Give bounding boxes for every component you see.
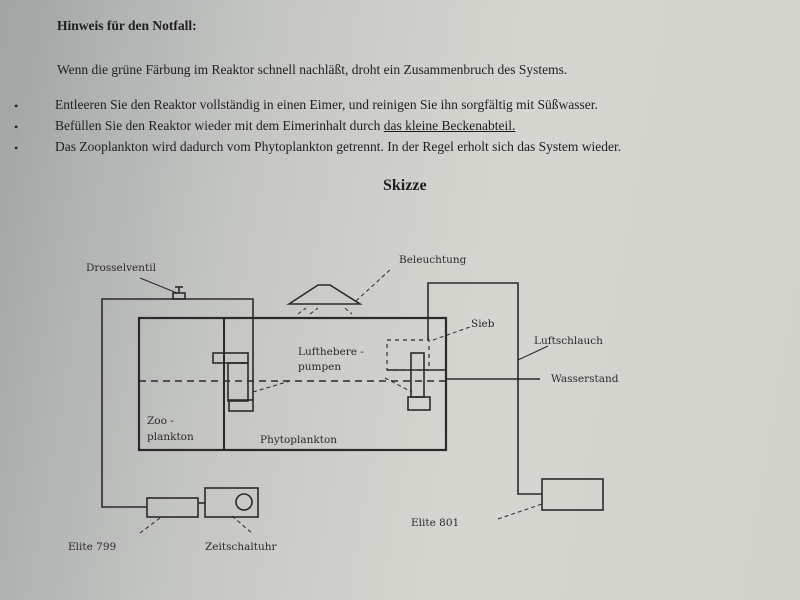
timer-clock-icon [235, 493, 253, 511]
label-elite-799: Elite 799 [68, 541, 117, 553]
label-drosselventil: Drosselventil [86, 262, 156, 274]
label-pumpen: pumpen [298, 361, 342, 373]
intro-text: Wenn die grüne Färbung im Reaktor schnel… [57, 62, 568, 77]
sieve [386, 339, 430, 371]
light-ray [344, 307, 353, 315]
left-pump-base [228, 399, 254, 412]
right-air-hose [427, 282, 542, 495]
timer-box [204, 487, 259, 518]
zeitschaltuhr-pointer [231, 515, 254, 535]
light-ray [309, 307, 319, 315]
label-zeitschaltuhr: Zeitschaltuhr [205, 541, 277, 553]
label-beleuchtung: Beleuchtung [399, 254, 467, 266]
elite-801-box [541, 478, 604, 511]
bullet-icon: • [14, 99, 19, 113]
lamp-icon [286, 284, 363, 305]
elite-799-box [146, 497, 199, 518]
bullet-icon: • [14, 141, 19, 155]
label-elite-801: Elite 801 [411, 517, 460, 529]
bullet-icon: • [14, 120, 19, 134]
lufthebere-pointer-left [252, 380, 291, 393]
sketch-title: Skizze [383, 177, 427, 194]
list-item: Befüllen Sie den Reaktor wieder mit dem … [55, 118, 515, 134]
right-pump-tube [410, 352, 425, 398]
reactor-tank [137, 316, 448, 452]
list-item: Das Zooplankton wird dadurch vom Phytopl… [55, 139, 622, 154]
label-sieb: Sieb [471, 318, 495, 330]
list-item: Entleeren Sie den Reaktor vollständig in… [55, 97, 598, 112]
sieb-pointer [432, 326, 471, 341]
light-ray [297, 307, 307, 315]
lufthebere-pointer-right [384, 377, 413, 393]
luftschlauch-pointer [517, 345, 549, 361]
left-air-hose [101, 298, 254, 508]
notice-heading: Hinweis für den Notfall: [57, 18, 197, 33]
left-pump-top [212, 352, 249, 364]
list-item-text: Befüllen Sie den Reaktor wieder mit dem … [55, 118, 384, 133]
drosselventil-pointer [139, 277, 178, 294]
right-pump-base [407, 396, 431, 411]
beleuchtung-pointer [355, 267, 393, 302]
pointer-lines [139, 267, 543, 535]
throttle-valve-icon [172, 286, 186, 300]
label-lufthebere: Lufthebere - [298, 346, 364, 358]
label-wasserstand: Wasserstand [551, 373, 619, 385]
list-item-underlined: das kleine Beckenabteil. [383, 118, 516, 133]
left-pump-tube [227, 362, 249, 402]
label-zooplankton: plankton [147, 431, 194, 443]
label-zoo: Zoo - [147, 415, 174, 427]
label-phytoplankton: Phytoplankton [260, 434, 338, 446]
label-luftschlauch: Luftschlauch [534, 335, 603, 347]
elite801-pointer [497, 503, 543, 520]
elite799-pointer [139, 517, 161, 534]
